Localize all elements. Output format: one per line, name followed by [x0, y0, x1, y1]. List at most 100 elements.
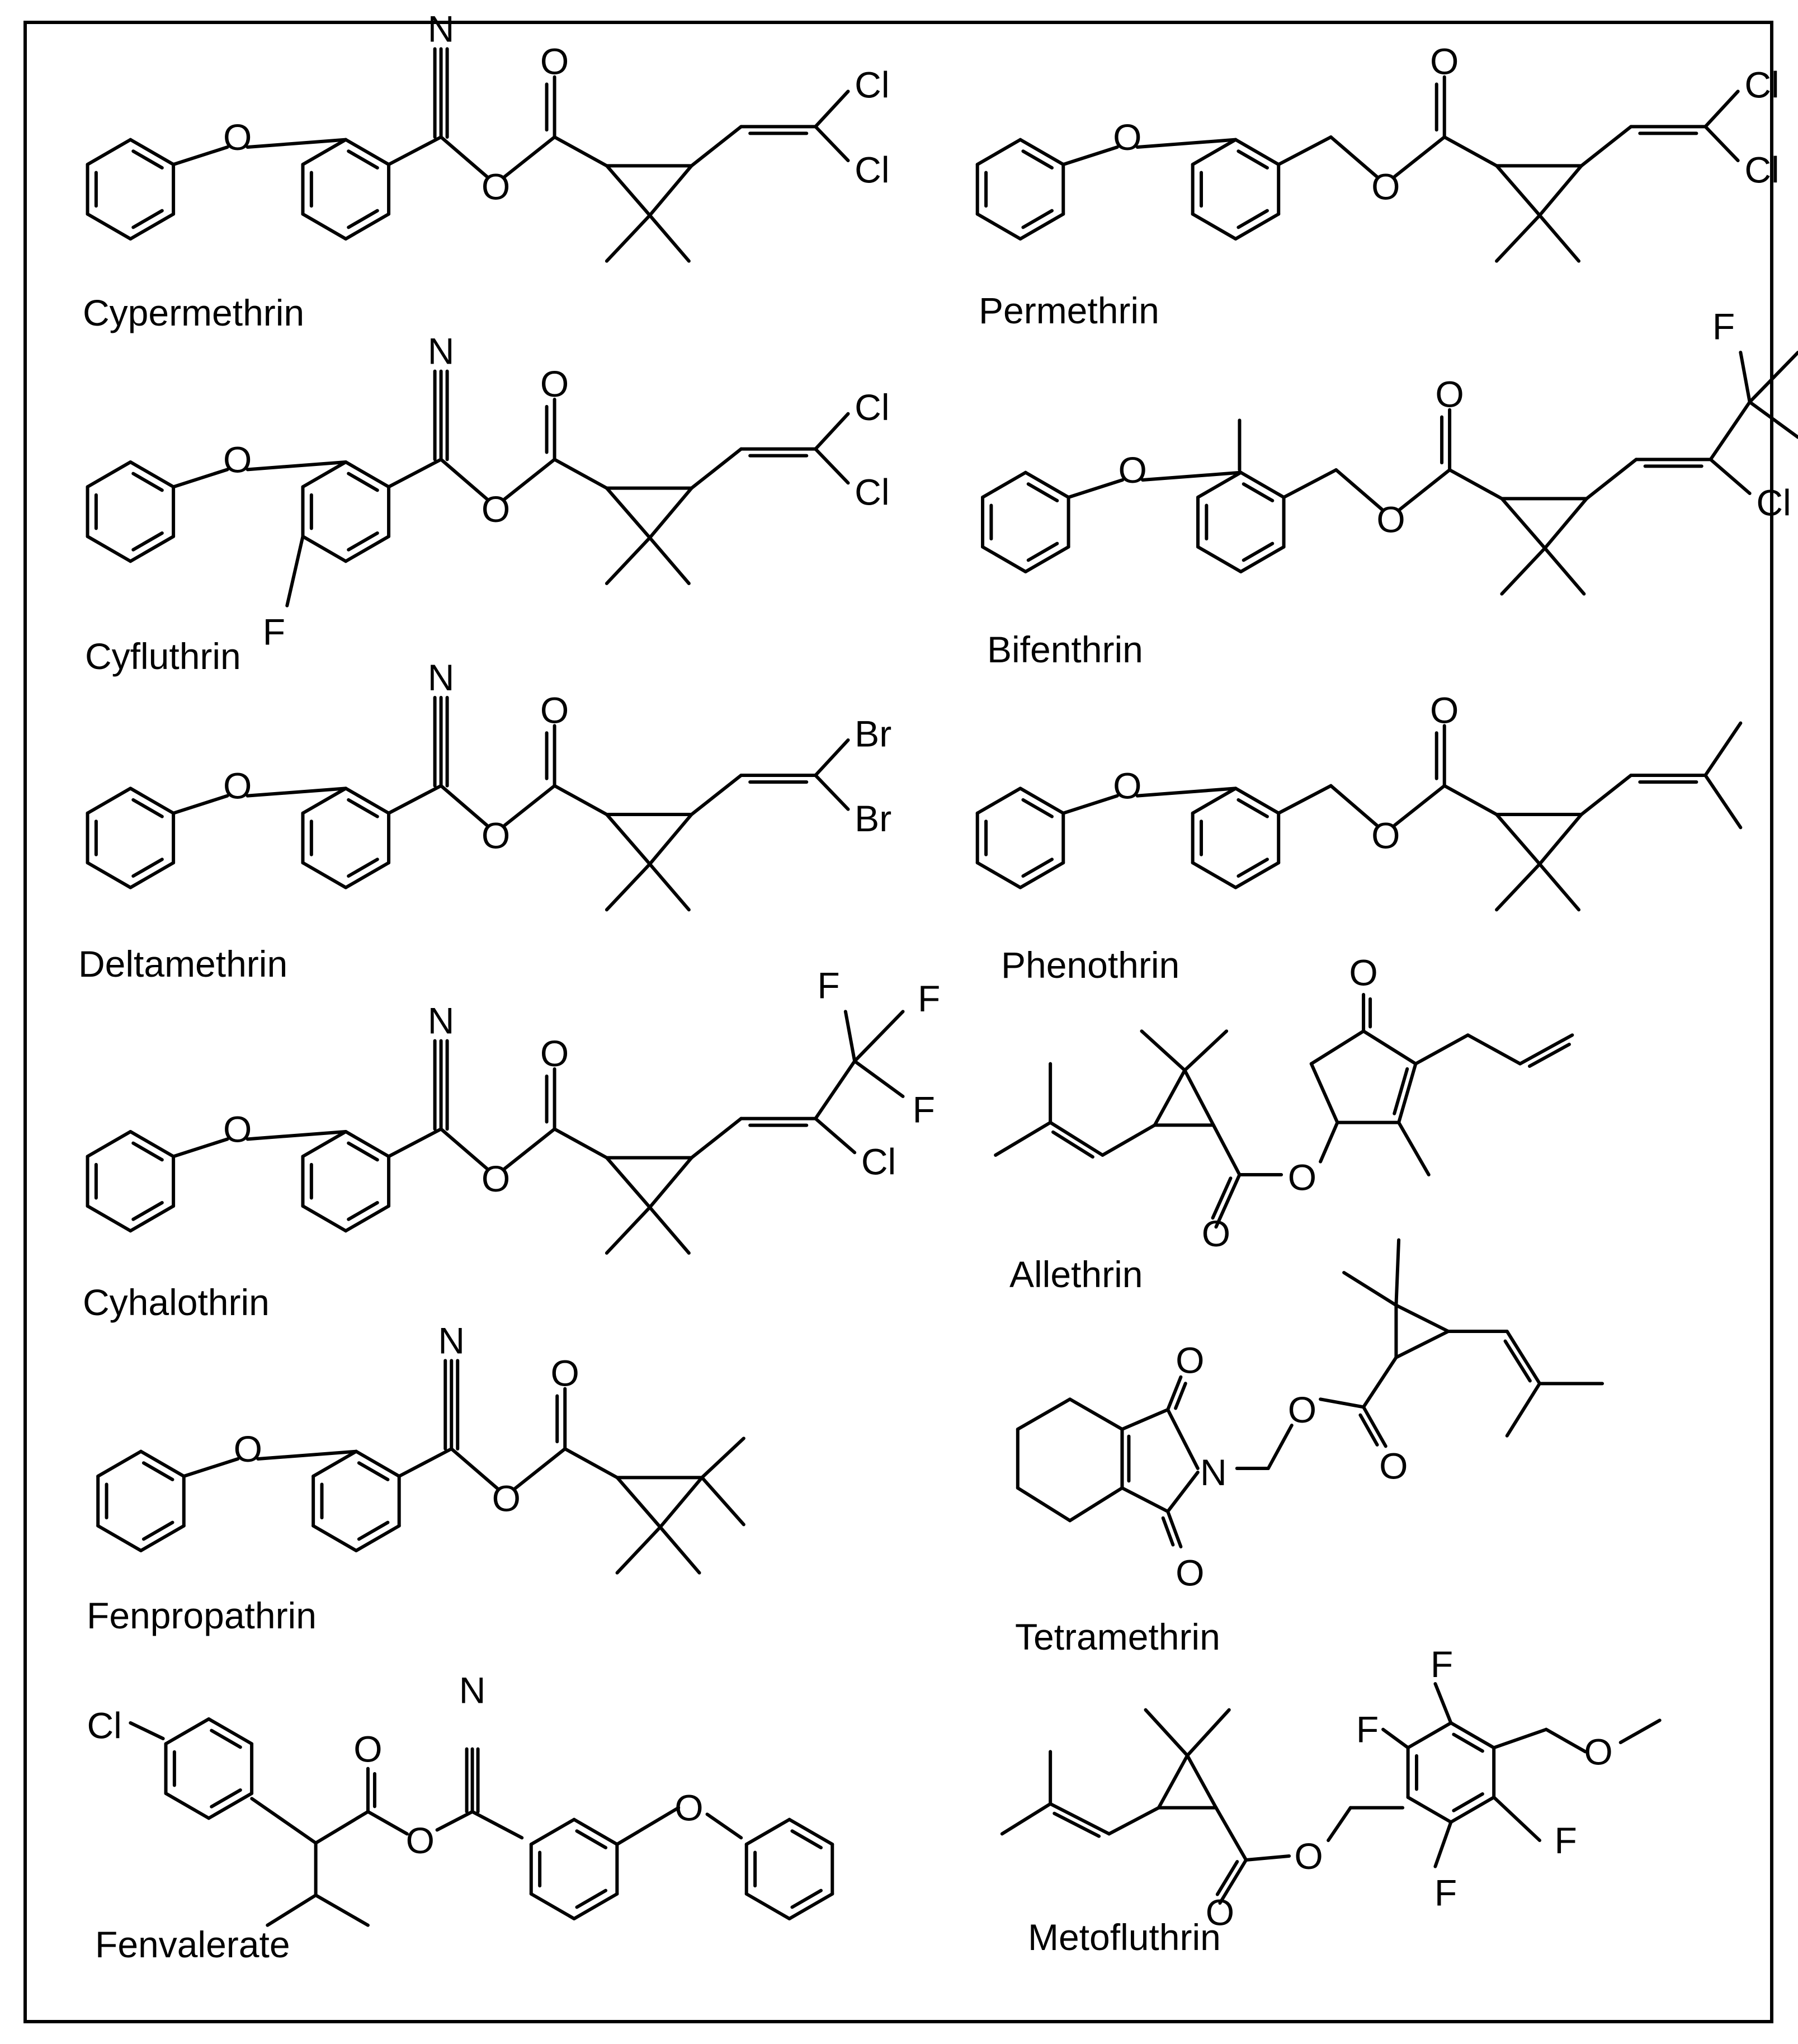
bond: [266, 1894, 318, 1927]
bond: [86, 138, 133, 167]
bond: [843, 1010, 857, 1063]
bond: [553, 784, 608, 816]
bond: [1218, 1858, 1248, 1905]
bond: [207, 1717, 254, 1746]
atom-cl: Cl: [1744, 64, 1779, 106]
bond: [814, 125, 850, 162]
bond: [503, 784, 556, 827]
bond: [1442, 135, 1499, 168]
bond: [787, 1892, 834, 1920]
bond: [387, 1127, 443, 1158]
label-fenpropathrin: Fenpropathrin: [87, 1595, 317, 1636]
atom-cl: Cl: [1744, 149, 1779, 190]
bond: [1234, 138, 1281, 167]
bond: [1381, 1727, 1410, 1750]
bond: [615, 1476, 662, 1529]
bond: [86, 786, 133, 815]
bond: [86, 861, 133, 889]
bond: [256, 1449, 358, 1461]
bond: [814, 1117, 857, 1155]
bond: [975, 786, 1022, 815]
bond: [1334, 468, 1384, 511]
bond: [1161, 1516, 1175, 1547]
bond: [1709, 458, 1752, 495]
bond: [1266, 1424, 1294, 1470]
atom-o: O: [1202, 1213, 1230, 1254]
bond: [366, 1810, 409, 1836]
bond: [1140, 1029, 1187, 1072]
bond: [344, 534, 391, 563]
bond: [1282, 468, 1338, 500]
bond: [1414, 1033, 1470, 1066]
bond: [1234, 212, 1281, 241]
bond: [1016, 1486, 1072, 1523]
bond: [1191, 138, 1238, 167]
bond: [553, 1127, 608, 1160]
atom-o: O: [1379, 1445, 1408, 1486]
bond: [605, 486, 652, 540]
bond: [1021, 149, 1054, 170]
bond: [96, 1449, 143, 1478]
bond: [981, 545, 1027, 573]
bond: [1495, 214, 1542, 263]
atom-f: F: [1434, 1872, 1457, 1913]
bond: [1174, 1382, 1187, 1410]
bond: [129, 460, 176, 489]
bond: [1528, 1043, 1571, 1068]
bond: [1543, 547, 1586, 596]
bond: [790, 1829, 823, 1850]
bond: [1500, 497, 1547, 550]
bond: [1319, 1397, 1366, 1409]
bond: [301, 786, 348, 815]
bond: [1394, 1238, 1401, 1307]
bond: [1538, 214, 1581, 263]
bond: [744, 1817, 791, 1847]
bond: [1394, 1330, 1450, 1359]
bond: [1166, 1408, 1200, 1470]
bond: [1397, 1120, 1431, 1176]
bond: [1342, 1271, 1398, 1307]
bond: [347, 1141, 379, 1162]
bond: [285, 534, 305, 607]
bond: [1452, 1732, 1484, 1753]
bond: [131, 149, 164, 170]
bond: [575, 1829, 608, 1850]
bond: [1585, 458, 1638, 501]
atom-f: F: [1356, 1709, 1379, 1750]
bond: [814, 90, 850, 129]
bond: [86, 1204, 133, 1233]
bond: [250, 1797, 318, 1845]
atom-o: O: [1288, 1389, 1316, 1430]
bond: [690, 774, 743, 816]
bond: [1362, 1405, 1388, 1448]
bond: [605, 164, 652, 217]
label-tetramethrin: Tetramethrin: [1015, 1616, 1220, 1657]
atom-cl: Cl: [1756, 482, 1791, 523]
bond: [1211, 1123, 1242, 1176]
bond: [450, 1447, 499, 1490]
bond: [605, 1156, 652, 1209]
bond: [1709, 400, 1752, 461]
bond: [1068, 1486, 1124, 1523]
bond: [86, 1130, 133, 1158]
bond: [1393, 784, 1446, 827]
atom-f: F: [913, 1089, 935, 1130]
bond: [1244, 1854, 1291, 1862]
bond: [648, 214, 691, 263]
bond: [1021, 798, 1054, 818]
atom-o: O: [540, 363, 569, 404]
bond: [575, 1888, 608, 1909]
bond: [1166, 1471, 1200, 1513]
bond: [648, 813, 693, 866]
bond: [131, 1141, 164, 1162]
bond: [1191, 212, 1238, 241]
bond: [605, 862, 652, 912]
bond: [312, 1524, 358, 1552]
bond: [387, 784, 443, 815]
bond: [1196, 470, 1243, 500]
bond: [1492, 1795, 1542, 1842]
bond: [605, 214, 652, 263]
bond: [1327, 1806, 1352, 1842]
bond: [131, 531, 164, 552]
label-allethrin: Allethrin: [1009, 1254, 1143, 1295]
